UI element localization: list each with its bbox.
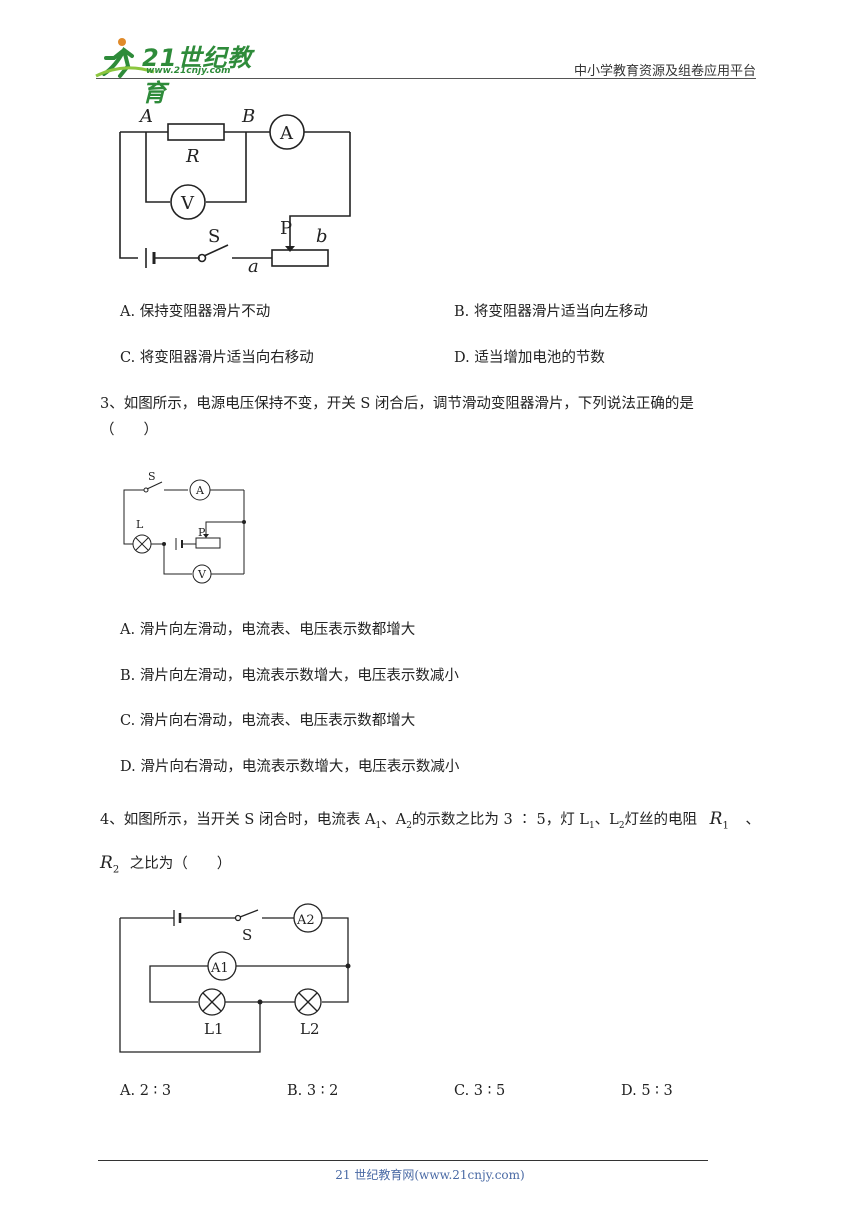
q3-label-slider: P (198, 526, 206, 539)
q4-stem-f: 之比为（ ） (129, 856, 232, 872)
header-divider (96, 78, 756, 79)
q2-option-b[interactable]: B. 将变阻器滑片适当向左移动 (454, 304, 648, 320)
q3-option-c[interactable]: C. 滑片向右滑动，电流表、电压表示数都增大 (120, 713, 416, 729)
q4-r2-sub: 2 (112, 864, 120, 876)
q4-label-lamp2: L2 (300, 1020, 320, 1038)
q4-option-c[interactable]: C. 3 ∶ 5 (454, 1083, 506, 1099)
label-node-b: B (241, 106, 255, 127)
q4-label-switch: S (242, 926, 252, 944)
q3-label-switch: S (148, 470, 156, 483)
q4-sub-a1: 1 (375, 820, 382, 831)
q4-sub-a2: 2 (406, 820, 412, 831)
q4-stem-b: 、A (381, 812, 407, 828)
q4-label-lamp1: L1 (204, 1020, 224, 1038)
runner-logo-icon (95, 38, 155, 78)
site-logo: 21世纪教育 www.21cnjy.com (94, 36, 264, 107)
q4-stem-a: 4、如图所示，当开关 S 闭合时，电流表 A (100, 812, 376, 828)
label-rheostat-a: a (248, 256, 259, 277)
q2-option-a[interactable]: A. 保持变阻器滑片不动 (120, 304, 271, 320)
q2-option-c[interactable]: C. 将变阻器滑片适当向右移动 (120, 350, 314, 366)
footer-text[interactable]: 21 世纪教育网(www.21cnjy.com) (335, 1168, 525, 1182)
q4-option-a[interactable]: A. 2 ∶ 3 (120, 1083, 172, 1099)
footer-divider (98, 1160, 708, 1161)
q4-stem-line1: 4、如图所示，当开关 S 闭合时，电流表 A1、A2的示数之比为 3 ∶ 5，灯… (100, 808, 760, 831)
logo-main-text: 21世纪教育 (142, 44, 253, 107)
platform-title: 中小学教育资源及组卷应用平台 (573, 64, 756, 79)
q3-ammeter-label: A (195, 484, 205, 497)
q3-answer-paren: （ ） (100, 422, 158, 438)
q4-stem-e: 灯丝的电阻 (624, 812, 698, 828)
q4-stem-d: 、L (594, 812, 619, 828)
q2-option-d[interactable]: D. 适当增加电池的节数 (454, 350, 605, 366)
q4-option-b[interactable]: B. 3 ∶ 2 (287, 1083, 339, 1099)
q4-ammeter2-label: A2 (296, 913, 315, 928)
q3-option-d[interactable]: D. 滑片向右滑动，电流表示数增大，电压表示数减小 (120, 759, 460, 775)
q4-r1-sub: 1 (722, 820, 729, 832)
q4-stem-line2: R2 之比为（ ） (100, 852, 231, 875)
q4-sub-l1: 1 (588, 820, 595, 831)
circuit-diagram-q2: A B R a b A V S P (119, 106, 351, 277)
circuit-diagram-q4: S A2 A1 L1 L2 (119, 903, 351, 1053)
q4-ammeter1-label: A1 (210, 961, 229, 976)
q4-r1-symbol: R (709, 809, 723, 829)
q3-voltmeter-label: V (197, 568, 207, 581)
q4-stem-c: 的示数之比为 3 ∶ 5，灯 L (411, 812, 589, 828)
label-node-a: A (138, 106, 153, 127)
logo-url-text: www.21cnjy.com (146, 66, 231, 76)
label-rheostat-b: b (316, 226, 328, 247)
q4-option-d[interactable]: D. 5 ∶ 3 (621, 1083, 673, 1099)
label-resistor-r: R (185, 146, 200, 167)
q3-stem: 3、如图所示，电源电压保持不变，开关 S 闭合后，调节滑动变阻器滑片，下列说法正… (100, 396, 694, 412)
q4-r2-symbol: R (100, 853, 113, 873)
q3-option-a[interactable]: A. 滑片向左滑动，电流表、电压表示数都增大 (120, 622, 416, 638)
q3-option-b[interactable]: B. 滑片向左滑动，电流表示数增大，电压表示数减小 (120, 668, 459, 684)
label-slider-p: P (280, 218, 292, 239)
q4-comma: 、 (745, 812, 760, 828)
ammeter-label: A (279, 123, 294, 144)
q3-label-lamp: L (136, 518, 144, 531)
voltmeter-label: V (180, 193, 195, 214)
q4-sub-l2: 2 (618, 820, 625, 831)
circuit-diagram-q3: S A L P V (123, 470, 246, 584)
label-switch-s: S (208, 226, 220, 247)
